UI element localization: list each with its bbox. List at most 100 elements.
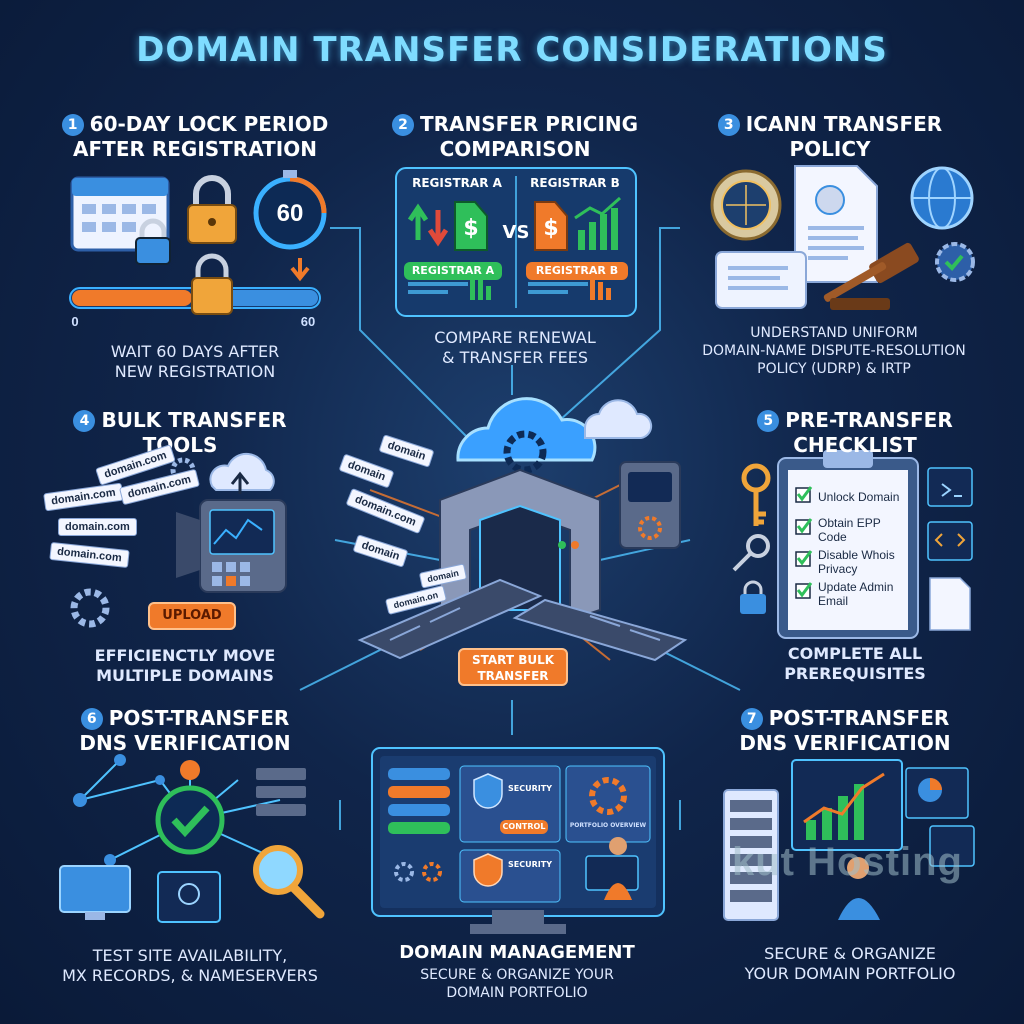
monitor-icon [59,865,131,920]
section-1-desc-line1: WAIT 60 DAYS AFTER [110,342,280,361]
center-cloud-icon [456,397,597,474]
checklist-item-update-admin-line2: Email [818,594,849,608]
magnifier-icon [253,845,325,919]
section-4-desc-line1: EFFICIENCTLY MOVE [94,646,276,665]
section-5-number: 5 [757,410,780,432]
section-1-desc-line2: NEW REGISTRATION [114,362,276,381]
dns-check-icon [155,785,225,855]
section-4-description: EFFICIENCTLY MOVE MULTIPLE DOMAINS [40,646,330,686]
section-5-description: COMPLETE ALL PREREQUISITES [730,644,980,684]
section-3-desc-line3: POLICY (UDRP) & IRTP [757,361,911,377]
domain-tag: domain.com [58,518,137,536]
section-2-title-line2: COMPARISON [439,137,591,161]
section-6-desc-line1: TEST SITE AVAILABILITY, [92,946,288,965]
management-description: SECURE & ORGANIZE YOUR DOMAIN PORTFOLIO [362,966,672,1002]
price-tag-a-dollar: $ [463,216,479,241]
checkmarks [795,486,813,599]
stopwatch-icon [253,170,327,250]
portfolio-overview-label: PORTFOLIO OVERVIEW [569,822,647,829]
vs-label: VS [502,222,530,243]
section-4-number: 4 [73,410,96,432]
padlock-icon [187,175,237,244]
conveyor-belt [357,578,688,662]
registrar-a-heading: REGISTRAR A [412,176,502,190]
policy-document-icon [794,165,878,283]
section-6-desc-line2: MX RECORDS, & NAMESERVERS [62,966,318,985]
timeline-start-label: 0 [71,314,79,329]
watermark-logo: kut Hosting [732,840,963,884]
section-7-title-line2: DNS VERIFICATION [739,731,951,755]
record-bars [256,768,306,816]
arrow-down-icon [290,258,310,282]
security-panel-label: SECURITY [508,784,552,793]
code-windows-icon [927,467,973,631]
server-rack-icon [723,789,779,921]
section-4-title-line1: BULK TRANSFER [101,408,287,432]
section-3-title-line2: POLICY [789,137,871,161]
security-panel-label-2: SECURITY [508,860,552,869]
section-6-number: 6 [80,708,103,730]
page-title: DOMAIN TRANSFER CONSIDERATIONS [136,30,888,70]
section-5-title-line1: PRE-TRANSFER [785,408,953,432]
section-2-description: COMPARE RENEWAL & TRANSFER FEES [360,328,670,368]
section-6-title-line2: DNS VERIFICATION [79,731,291,755]
section-2-title-line1: TRANSFER PRICING [419,112,639,136]
progress-timeline [69,253,321,315]
section-7-desc-line1: SECURE & ORGANIZE [764,944,936,963]
section-7-desc-line2: YOUR DOMAIN PORTFOLIO [744,964,956,983]
section-6-title-line1: POST-TRANSFER [108,706,290,730]
gavel-icon [823,242,919,310]
icann-seal-icon [710,169,782,241]
section-1-title-line1: 60-DAY LOCK PERIOD [89,112,329,136]
computer-icon [157,871,221,923]
section-7-description: SECURE & ORGANIZE YOUR DOMAIN PORTFOLIO [700,944,1000,984]
checklist-item-update-admin: Update Admin [818,580,894,594]
section-3-desc-line1: UNDERSTAND UNIFORM [750,325,918,341]
gear-check-icon [935,242,975,282]
registrar-a-button[interactable]: REGISTRAR A [404,262,502,280]
checklist-item-disable-whois: Disable Whois [818,548,895,562]
control-button[interactable]: CONTROL [500,820,548,834]
registrar-b-button[interactable]: REGISTRAR B [526,262,628,280]
server-tower-icon [619,461,681,549]
clipboard-icon [777,450,919,639]
management-title: DOMAIN MANAGEMENT [399,942,635,963]
mini-lock-icon [740,580,766,614]
section-7-number: 7 [740,708,763,730]
start-bulk-transfer-button[interactable]: START BULK TRANSFER [458,648,568,686]
checklist-item-obtain-epp-line2: Code [818,530,847,544]
section-6-description: TEST SITE AVAILABILITY, MX RECORDS, & NA… [40,946,340,986]
globe-icon [910,166,974,230]
section-3-title-line1: ICANN TRANSFER [745,112,943,136]
start-bulk-transfer-line1: START BULK [471,653,555,667]
checklist-item-disable-whois-line2: Privacy [818,562,858,576]
section-1-title-line2: AFTER REGISTRATION [73,137,317,161]
key-icon [732,463,771,572]
upload-cloud-icon [209,452,275,494]
section-5-desc-line1: COMPLETE ALL [787,644,923,663]
timer-value: 60 [276,200,304,227]
timeline-end-label: 60 [300,314,316,329]
checklist-item-obtain-epp: Obtain EPP [818,516,881,530]
section-2-number: 2 [391,114,414,136]
upload-machine-icon [176,499,287,593]
section-3-desc-line2: DOMAIN-NAME DISPUTE-RESOLUTION [702,343,966,359]
section-5-title-line2: CHECKLIST [793,433,917,457]
upload-button[interactable]: UPLOAD [148,602,236,630]
section-3-description: UNDERSTAND UNIFORM DOMAIN-NAME DISPUTE-R… [674,324,994,378]
section-1-description: WAIT 60 DAYS AFTER NEW REGISTRATION [40,342,350,382]
registrar-b-heading: REGISTRAR B [530,176,620,190]
analytics-screen [791,759,975,920]
small-padlock-icon [135,218,171,265]
management-dashboard [371,747,665,934]
price-tag-b-dollar: $ [543,216,559,241]
section-3-number: 3 [717,114,740,136]
